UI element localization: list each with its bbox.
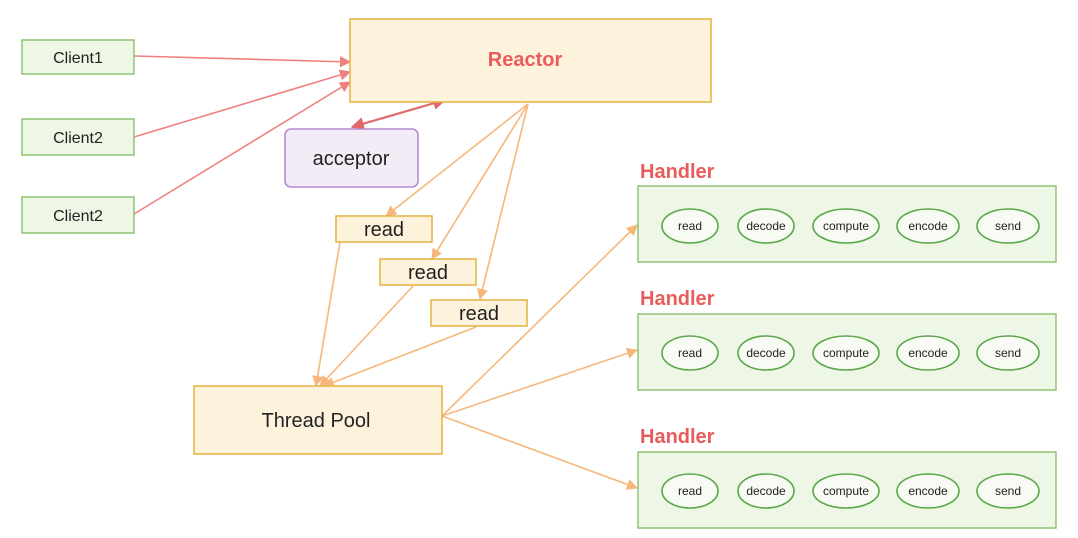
svg-text:encode: encode	[908, 484, 948, 498]
handler-step-read	[661, 473, 719, 509]
svg-text:encode: encode	[908, 346, 948, 360]
arrow-client2b-reactor	[133, 81, 351, 215]
handler-step-decode	[737, 208, 795, 244]
arrow-pool-handler3	[441, 415, 639, 490]
svg-text:send: send	[995, 346, 1021, 360]
handler-step-compute	[812, 208, 880, 244]
handler-step-decode	[737, 473, 795, 509]
svg-text:decode: decode	[746, 346, 786, 360]
arrow-reactor-read3	[476, 103, 529, 301]
handler-title: Handler	[640, 426, 715, 448]
reactor-node: Reactor	[349, 18, 712, 103]
handler-step-encode	[896, 473, 960, 509]
read-node-2: read	[379, 258, 477, 286]
svg-text:send: send	[995, 219, 1021, 233]
client-label: Client2	[53, 130, 103, 147]
client-node-3: Client2	[21, 196, 135, 234]
read-node-1: read	[335, 215, 433, 243]
acceptor-label: acceptor	[313, 148, 390, 170]
handler-step-send	[976, 335, 1040, 371]
svg-text:read: read	[678, 346, 702, 360]
svg-text:compute: compute	[823, 219, 869, 233]
arrow-read2-pool	[319, 284, 415, 387]
svg-text:read: read	[678, 484, 702, 498]
svg-text:decode: decode	[746, 219, 786, 233]
arrow-client2a-reactor	[133, 69, 352, 138]
handler-step-encode	[896, 335, 960, 371]
read-label: read	[459, 303, 499, 325]
handler-group-1: Handler read decode compute encode send	[637, 161, 1057, 263]
handler-step-send	[976, 208, 1040, 244]
reactor-label: Reactor	[488, 49, 563, 71]
acceptor-node: acceptor	[284, 128, 419, 188]
read-node-3: read	[430, 299, 528, 327]
svg-text:encode: encode	[908, 219, 948, 233]
svg-text:compute: compute	[823, 484, 869, 498]
arrow-read1-pool	[312, 241, 341, 388]
svg-text:compute: compute	[823, 346, 869, 360]
thread-pool-label: Thread Pool	[262, 410, 371, 432]
svg-text:send: send	[995, 484, 1021, 498]
svg-text:read: read	[678, 219, 702, 233]
handler-step-decode	[737, 335, 795, 371]
arrow-pool-handler1	[441, 224, 638, 417]
arrow-reactor-read2	[431, 103, 529, 260]
thread-pool-node: Thread Pool	[193, 385, 443, 455]
handler-title: Handler	[640, 161, 715, 183]
handler-step-read	[661, 335, 719, 371]
svg-text:decode: decode	[746, 484, 786, 498]
handler-step-compute	[812, 473, 880, 509]
client-label: Client1	[53, 50, 103, 67]
handler-step-send	[976, 473, 1040, 509]
client-node-1: Client1	[21, 39, 135, 75]
read-label: read	[408, 262, 448, 284]
arrow-reactor-acceptor	[350, 96, 447, 131]
handler-group-3: Handler read decode compute encode send	[637, 426, 1057, 529]
client-label: Client2	[53, 208, 103, 225]
client-node-2: Client2	[21, 118, 135, 156]
handler-step-encode	[896, 208, 960, 244]
handler-step-read	[661, 208, 719, 244]
handler-group-2: Handler read decode compute encode send	[637, 288, 1057, 391]
arrow-client1-reactor	[133, 55, 352, 68]
arrow-pool-handler2	[441, 347, 639, 417]
arrow-reactor-read1	[385, 103, 529, 217]
handler-step-compute	[812, 335, 880, 371]
arrow-read3-pool	[322, 326, 477, 388]
handler-title: Handler	[640, 288, 715, 310]
read-label: read	[364, 219, 404, 241]
